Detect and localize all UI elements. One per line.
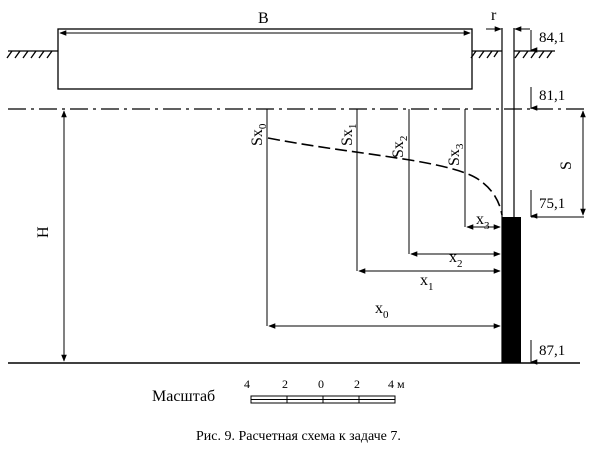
x-dimensions [268,224,501,329]
scale-bar: Масштаб 4 2 0 2 4 м [152,377,405,405]
drawdown-verticals [266,109,466,326]
depression-curve [267,137,503,216]
scale-tick-label: 2 [354,377,360,391]
elevation-marks [530,30,584,365]
elevation-bottom: 87,1 [539,343,565,359]
well-screen [502,217,521,363]
label-sx3: Sx3 [446,143,466,166]
label-b: B [258,10,269,27]
label-x2: x2 [449,249,463,270]
ground-surface [6,50,555,59]
label-sx0: Sx0 [249,123,269,146]
scale-title: Масштаб [152,388,215,405]
scale-tick-label: 2 [282,377,288,391]
label-h: H [35,226,52,238]
basin-rectangle [57,28,473,90]
label-sx1: Sx1 [339,124,359,146]
scale-tick-label: 0 [318,377,324,391]
label-sx2: Sx2 [390,136,410,158]
elevation-dynamic-level: 75,1 [539,196,565,212]
label-s: S [558,161,575,170]
label-x3: x3 [476,211,490,232]
dimension-r: r [486,7,530,32]
elevation-static-level: 81,1 [539,88,565,104]
dimension-b: B [59,10,471,36]
dimension-s: S [558,110,586,216]
scale-tick-label: 4 [244,377,250,391]
label-r: r [491,7,497,24]
label-x0: x0 [375,300,389,321]
dimension-h: H [35,110,67,362]
label-x1: x1 [420,272,434,293]
elevation-top: 84,1 [539,30,565,46]
scale-tick-label: 4 м [388,377,405,391]
figure-caption: Рис. 9. Расчетная схема к задаче 7. [196,429,401,444]
